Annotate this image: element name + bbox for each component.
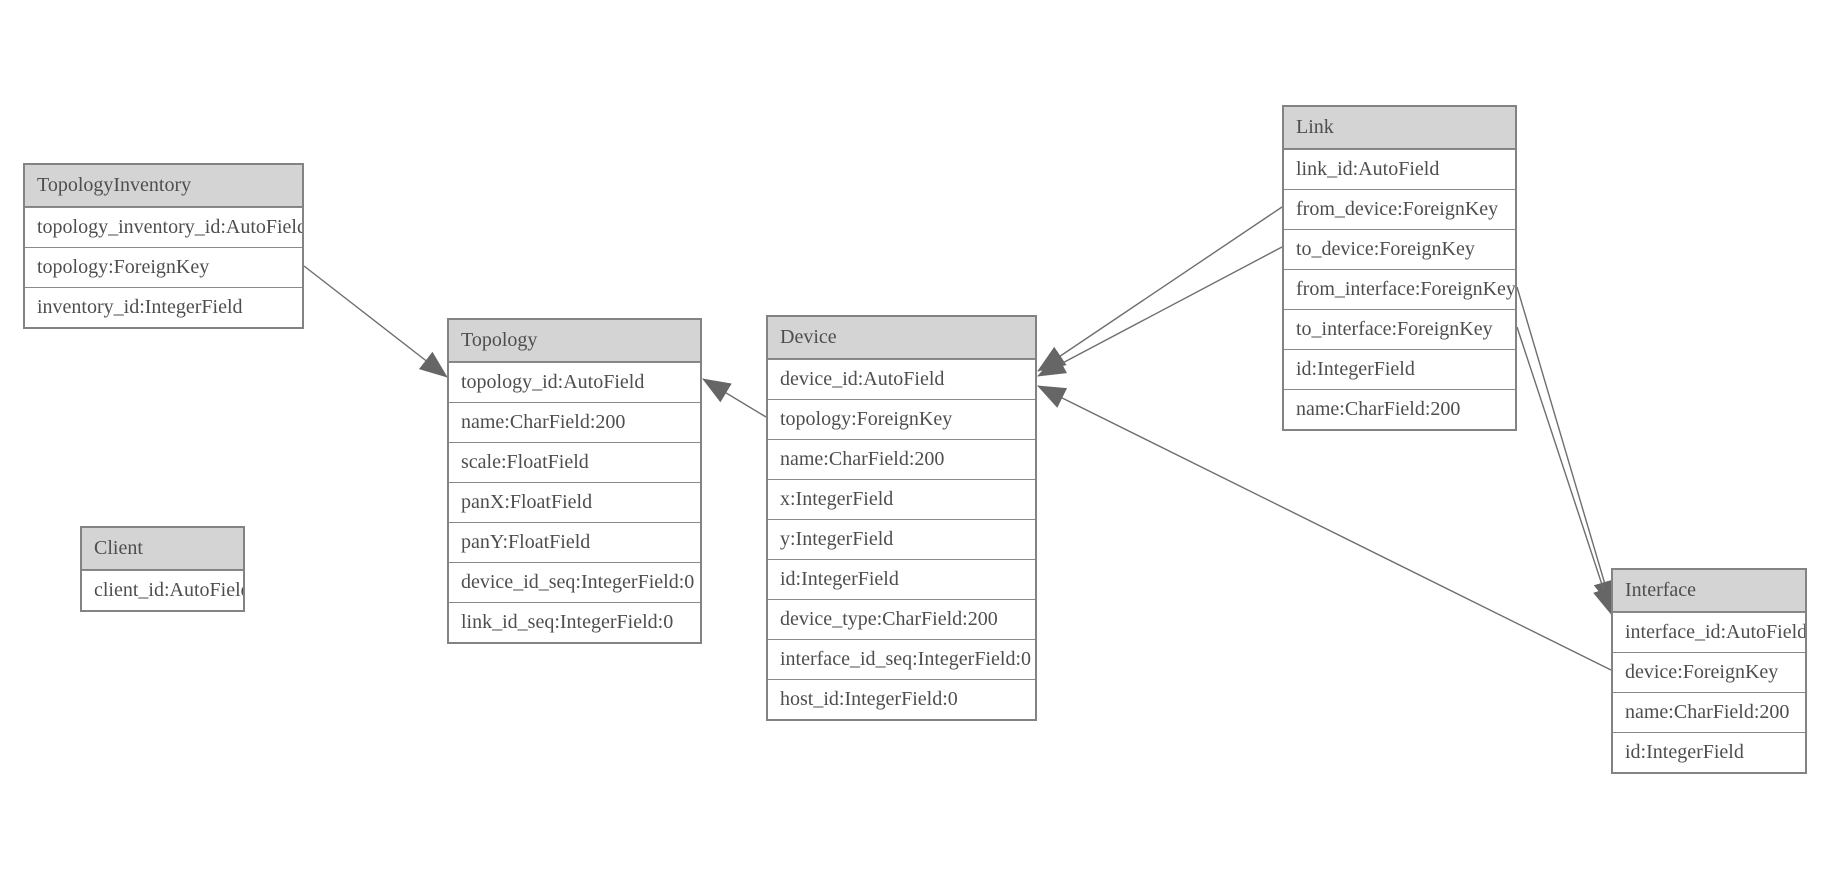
entity-field: from_device:ForeignKey — [1284, 189, 1515, 229]
entity-title: Device — [768, 317, 1035, 359]
entity-field: inventory_id:IntegerField — [25, 287, 302, 327]
relation-topologyinventory-topology — [303, 265, 448, 378]
entity-field: topology:ForeignKey — [25, 247, 302, 287]
entity-field: link_id:AutoField — [1284, 149, 1515, 189]
entity-field: id:IntegerField — [1613, 732, 1805, 772]
entity-field: topology:ForeignKey — [768, 399, 1035, 439]
entity-field: to_device:ForeignKey — [1284, 229, 1515, 269]
entity-field: name:CharField:200 — [1284, 389, 1515, 429]
entity-field: host_id:IntegerField:0 — [768, 679, 1035, 719]
entity-field: link_id_seq:IntegerField:0 — [449, 602, 700, 642]
entity-field: id:IntegerField — [1284, 349, 1515, 389]
entity-field: device_id:AutoField — [768, 359, 1035, 399]
entity-field: device_type:CharField:200 — [768, 599, 1035, 639]
relation-link-to-device-device — [1037, 246, 1283, 377]
relation-link-from-interface-interface — [1516, 286, 1615, 609]
entity-field: panX:FloatField — [449, 482, 700, 522]
entity-field: topology_id:AutoField — [449, 362, 700, 402]
entity-field: y:IntegerField — [768, 519, 1035, 559]
entity-field: name:CharField:200 — [1613, 692, 1805, 732]
entity-field: topology_inventory_id:AutoField — [25, 207, 302, 247]
entity-field: x:IntegerField — [768, 479, 1035, 519]
entity-title: Topology — [449, 320, 700, 362]
entity-title: Client — [82, 528, 243, 570]
entity-field: device:ForeignKey — [1613, 652, 1805, 692]
entity-field: device_id_seq:IntegerField:0 — [449, 562, 700, 602]
entity-field: id:IntegerField — [768, 559, 1035, 599]
entity-field: to_interface:ForeignKey — [1284, 309, 1515, 349]
entity-field: name:CharField:200 — [768, 439, 1035, 479]
entity-field: interface_id:AutoField — [1613, 612, 1805, 652]
relation-device-topology — [702, 378, 767, 418]
entity-field: panY:FloatField — [449, 522, 700, 562]
entity-field: client_id:AutoField — [82, 570, 243, 610]
entity-field: interface_id_seq:IntegerField:0 — [768, 639, 1035, 679]
relation-link-from-device-device — [1037, 206, 1283, 372]
entity-title: Interface — [1613, 570, 1805, 612]
entity-title: Link — [1284, 107, 1515, 149]
entity-field: from_interface:ForeignKey — [1284, 269, 1515, 309]
entity-title: TopologyInventory — [25, 165, 302, 207]
entity-field: name:CharField:200 — [449, 402, 700, 442]
relation-link-to-interface-interface — [1516, 326, 1614, 616]
entity-field: scale:FloatField — [449, 442, 700, 482]
